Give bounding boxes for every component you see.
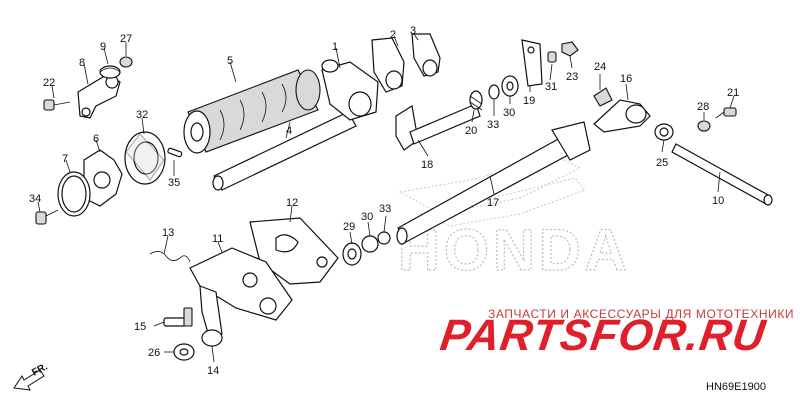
part-bolt-34 xyxy=(35,209,59,225)
callout-19: 19 xyxy=(523,95,535,107)
callout-33-center: 33 xyxy=(379,203,391,215)
callout-30-right: 30 xyxy=(503,107,515,119)
callout-7: 7 xyxy=(62,153,68,165)
part-oil-seal-32 xyxy=(124,131,166,185)
callout-29: 29 xyxy=(343,221,355,233)
callout-9: 9 xyxy=(100,41,106,53)
honda-watermark: HONDA xyxy=(397,157,631,284)
callout-26: 26 xyxy=(148,347,160,359)
callout-13: 13 xyxy=(162,227,174,239)
callout-23: 23 xyxy=(566,71,578,83)
part-shift-spindle-10 xyxy=(671,143,773,206)
part-washer-26 xyxy=(173,343,195,361)
part-washer-30b xyxy=(501,75,519,97)
part-collar-27 xyxy=(119,56,133,68)
callout-25: 25 xyxy=(656,157,668,169)
part-gearshift-arm-16 xyxy=(593,99,651,133)
honda-wordmark: HONDA xyxy=(398,218,631,283)
front-arrow-icon xyxy=(13,369,45,391)
callout-1: 1 xyxy=(332,41,338,53)
callout-3: 3 xyxy=(410,25,416,37)
part-spring-9 xyxy=(99,65,121,79)
part-stopper-plate-19 xyxy=(521,39,543,87)
part-bolt-22 xyxy=(43,99,71,111)
part-gearshift-spindle xyxy=(396,121,591,245)
part-clip-33a xyxy=(377,231,391,245)
part-shift-drum xyxy=(183,69,321,154)
diagram-code: HN69E1900 xyxy=(706,381,766,393)
part-stud-15 xyxy=(163,307,193,327)
part-stopper-arm xyxy=(77,73,121,119)
front-direction-indicator: FR. xyxy=(13,361,50,391)
callout-27: 27 xyxy=(120,33,132,45)
front-label: FR. xyxy=(30,361,50,378)
part-spring-20 xyxy=(469,90,483,111)
part-washer-30a xyxy=(361,235,379,253)
part-fork-shaft xyxy=(212,111,357,191)
callout-5: 5 xyxy=(227,55,233,67)
callout-21: 21 xyxy=(727,87,739,99)
part-bolt-21 xyxy=(715,107,737,119)
part-spring-13 xyxy=(149,251,191,263)
part-plate-6 xyxy=(83,149,123,207)
callout-11: 11 xyxy=(212,233,223,245)
part-washer-28 xyxy=(697,120,711,132)
callout-16: 16 xyxy=(620,73,632,85)
part-shift-fork-2 xyxy=(371,37,405,93)
part-bolt-31 xyxy=(547,51,557,63)
callout-17: 17 xyxy=(487,197,499,209)
callout-24: 24 xyxy=(594,61,606,73)
shop-brand: PARTSFOR.RU xyxy=(437,311,769,360)
part-seal-29 xyxy=(342,242,362,266)
callout-20: 20 xyxy=(465,125,477,137)
part-guide-24 xyxy=(593,87,613,107)
callout-32: 32 xyxy=(136,109,148,121)
callout-30-center: 30 xyxy=(361,211,373,223)
callout-10: 10 xyxy=(712,195,724,207)
part-oil-seal-25 xyxy=(654,123,674,141)
callout-35: 35 xyxy=(168,177,180,189)
callout-numbers: 1 2 3 4 5 6 7 8 9 10 11 12 13 14 15 16 1… xyxy=(29,25,739,377)
callout-2: 2 xyxy=(390,29,396,41)
callout-6: 6 xyxy=(93,133,99,145)
callout-12: 12 xyxy=(286,197,298,209)
callout-22: 22 xyxy=(43,77,55,89)
part-pin-35 xyxy=(167,147,183,158)
callout-31: 31 xyxy=(545,81,557,93)
callout-34: 34 xyxy=(29,193,41,205)
part-clip-33b xyxy=(488,84,500,100)
part-gasket-7 xyxy=(57,171,91,217)
part-nut-23 xyxy=(561,41,579,57)
part-shift-fork-1 xyxy=(321,59,379,121)
callout-4: 4 xyxy=(286,125,292,137)
leader-lines xyxy=(37,33,735,363)
callout-18: 18 xyxy=(421,159,433,171)
shop-overlay: ЗАПЧАСТИ И АКСЕССУАРЫ ДЛЯ МОТОТЕХНИКИ PA… xyxy=(437,307,794,360)
callout-14: 14 xyxy=(207,365,219,377)
callout-8: 8 xyxy=(79,57,85,69)
part-drum-shifter xyxy=(395,103,481,151)
callout-33-right: 33 xyxy=(487,119,499,131)
callout-15: 15 xyxy=(134,321,146,333)
shop-tagline: ЗАПЧАСТИ И АКСЕССУАРЫ ДЛЯ МОТОТЕХНИКИ xyxy=(488,307,794,321)
part-arm-14 xyxy=(199,285,223,347)
part-shift-fork-3 xyxy=(411,33,441,77)
callout-28: 28 xyxy=(697,101,709,113)
